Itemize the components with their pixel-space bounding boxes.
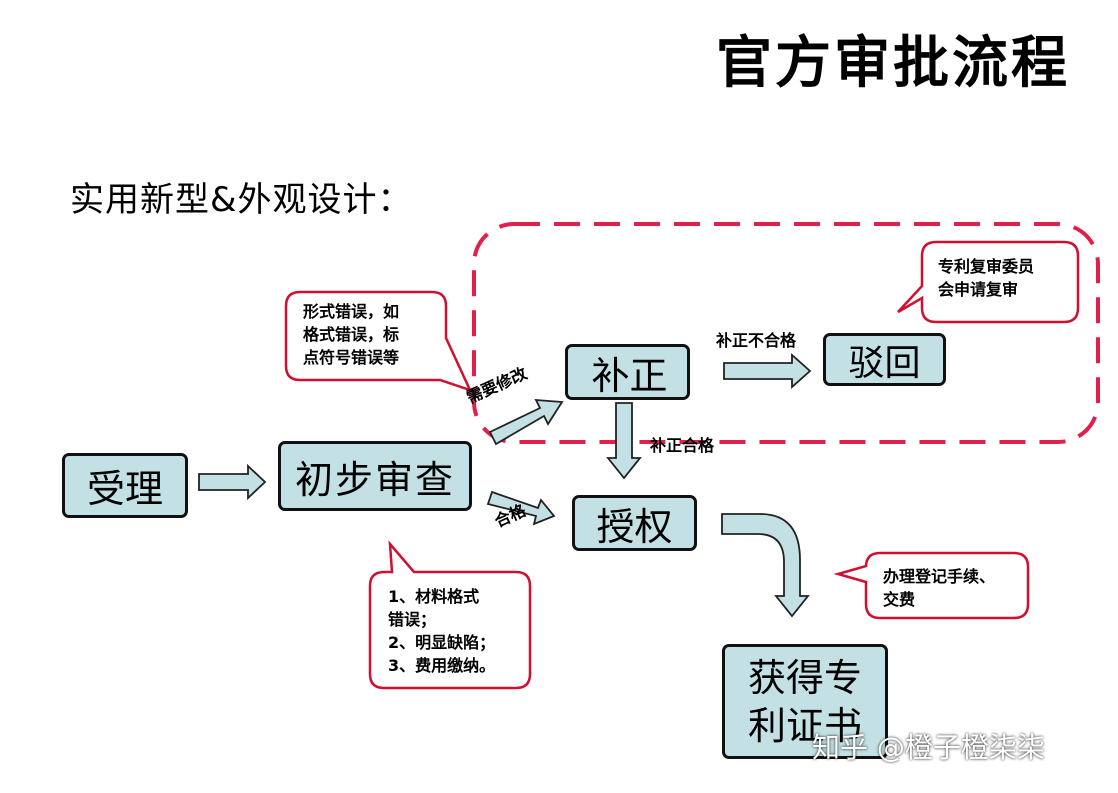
callout-review-bubble <box>897 240 1080 324</box>
node-certificate-line2: 利证书 <box>747 703 862 748</box>
arrow-exam-to-grant <box>486 490 556 526</box>
callout-formal-errors-line: 点符号错误等 <box>303 348 400 367</box>
node-accept: 受理 <box>62 453 188 518</box>
callout-reasons-line: 3、费用缴纳。 <box>388 656 496 675</box>
callout-formal-errors-bubble <box>284 290 473 393</box>
callout-formal-errors-line: 格式错误，标 <box>303 325 400 344</box>
node-grant: 授权 <box>572 495 697 551</box>
callout-review: 专利复审委员 会申请复审 <box>938 255 1034 301</box>
node-preliminary-exam: 初步审查 <box>278 441 472 511</box>
arrow-correction-to-grant <box>606 402 642 480</box>
node-certificate-line1: 获得专 <box>747 655 862 700</box>
arrow-grant-to-certificate <box>721 513 810 618</box>
callout-registration-line: 交费 <box>883 590 916 609</box>
callout-reasons-line: 1、材料格式 <box>388 587 480 606</box>
callout-registration-bubble <box>833 551 1030 620</box>
arrow-correction-to-rejection <box>723 352 812 390</box>
node-certificate: 获得专 利证书 <box>722 644 888 759</box>
callout-review-line: 会申请复审 <box>938 280 1019 299</box>
page-title: 官方审批流程 <box>716 31 1070 96</box>
callout-reasons-line: 错误； <box>388 610 437 629</box>
callout-reasons: 1、材料格式 错误； 2、明显缺陷； 3、费用缴纳。 <box>388 585 495 677</box>
page-subtitle: 实用新型&外观设计： <box>70 180 413 220</box>
node-rejection: 驳回 <box>823 333 946 386</box>
arrow-accept-to-exam <box>198 463 267 501</box>
watermark: 知乎 @橙子橙柒柒 <box>812 731 1045 764</box>
edge-label-correction-unqualified: 补正不合格 <box>716 331 797 350</box>
callout-registration-line: 办理登记手续、 <box>883 567 996 586</box>
correction-region-dashed <box>472 222 1100 444</box>
edge-label-correction-qualified: 补正合格 <box>650 436 715 455</box>
arrow-exam-to-correction <box>488 398 564 446</box>
callout-reasons-line: 2、明显缺陷； <box>388 633 496 652</box>
callout-reasons-bubble <box>368 540 532 690</box>
callout-registration: 办理登记手续、 交费 <box>883 565 995 611</box>
callout-formal-errors-line: 形式错误，如 <box>303 302 400 321</box>
callout-formal-errors: 形式错误，如 格式错误，标 点符号错误等 <box>303 300 399 369</box>
node-correction: 补正 <box>565 344 690 400</box>
callout-review-line: 专利复审委员 <box>938 257 1035 276</box>
